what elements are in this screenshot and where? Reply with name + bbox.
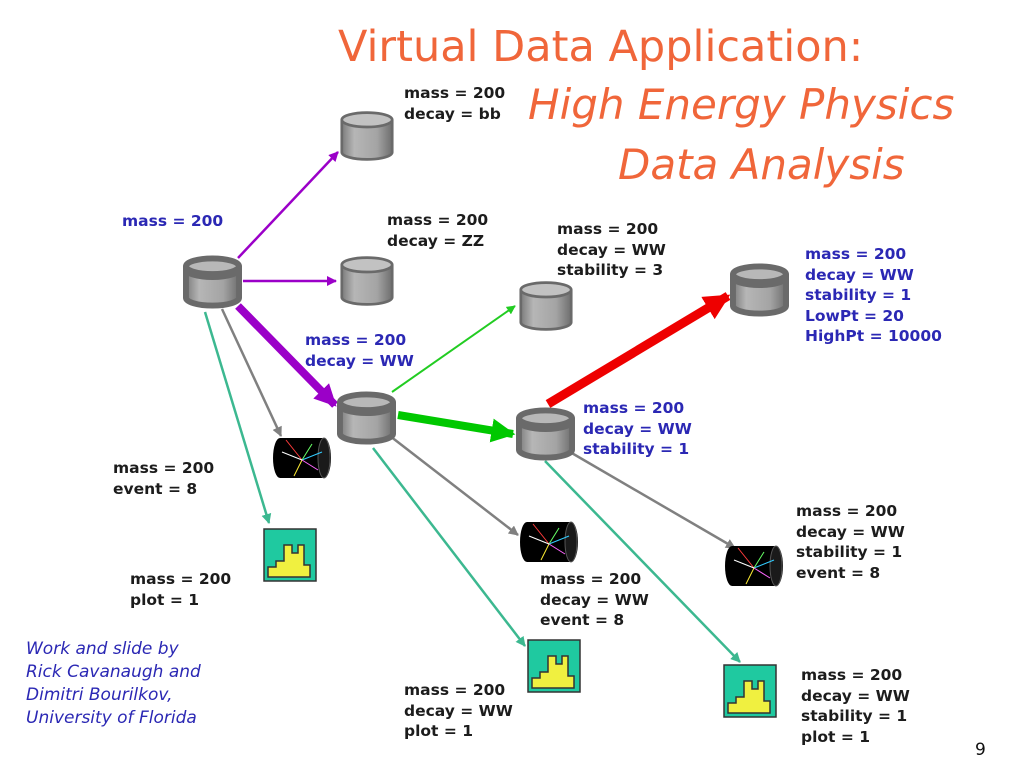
label-plot-1: mass = 200 plot = 1: [130, 570, 232, 609]
label-ww-plot-1: mass = 200 decay = WW plot = 1: [404, 681, 513, 740]
edge-stab1-to-plot: [544, 460, 741, 663]
histogram-plot-icon-stab1: [723, 664, 777, 718]
label-decay-zz: mass = 200 decay = ZZ: [387, 211, 489, 250]
label-stability-1-plot-1: mass = 200 decay = WW stability = 1 plot…: [801, 666, 910, 746]
edge-root-to-ww: [235, 303, 338, 408]
page-number: 9: [975, 740, 986, 760]
event-display-icon-root: [272, 437, 332, 479]
database-node-cuts: [733, 266, 786, 313]
database-node-bb: [340, 111, 394, 161]
database-node-ww: [340, 394, 393, 441]
nodes: [186, 111, 786, 718]
database-node-stab3: [519, 281, 573, 331]
slide-title-line-1: Virtual Data Application:: [338, 22, 864, 72]
histogram-plot-icon-ww: [527, 639, 581, 693]
edge-stab1-to-event: [569, 450, 736, 550]
event-display-icon-stab1: [724, 545, 784, 587]
label-root: mass = 200: [122, 212, 224, 230]
label-stability-1: mass = 200 decay = WW stability = 1: [583, 399, 692, 458]
label-decay-ww: mass = 200 decay = WW: [305, 331, 414, 370]
slide-title-line-2: High Energy Physics: [528, 80, 955, 129]
label-event-8: mass = 200 event = 8: [113, 459, 215, 498]
edge-ww-to-stab1: [397, 411, 516, 443]
label-pt-cuts: mass = 200 decay = WW stability = 1 LowP…: [805, 245, 942, 345]
credit-text: Work and slide by Rick Cavanaugh and Dim…: [26, 639, 201, 728]
label-stability-1-event-8: mass = 200 decay = WW stability = 1 even…: [796, 502, 905, 582]
edges: [203, 151, 741, 663]
label-stability-3: mass = 200 decay = WW stability = 3: [557, 220, 666, 279]
label-decay-bb: mass = 200 decay = bb: [404, 84, 506, 123]
edge-ww-to-plot: [372, 447, 526, 647]
event-display-icon-ww: [519, 521, 579, 563]
database-node-stab1: [519, 410, 572, 457]
edge-ww-to-stab3: [391, 305, 516, 393]
histogram-plot-icon-root: [263, 528, 317, 582]
database-node-root: [186, 258, 239, 305]
edge-ww-to-event: [389, 435, 519, 536]
database-node-zz: [340, 256, 394, 306]
edge-root-to-event: [220, 308, 283, 437]
edge-root-to-bb: [237, 151, 339, 259]
edge-root-to-plot: [203, 311, 272, 524]
edge-stab1-to-cuts: [545, 292, 731, 408]
slide-title-line-3: Data Analysis: [618, 140, 905, 189]
label-ww-event-8: mass = 200 decay = WW event = 8: [540, 570, 649, 629]
